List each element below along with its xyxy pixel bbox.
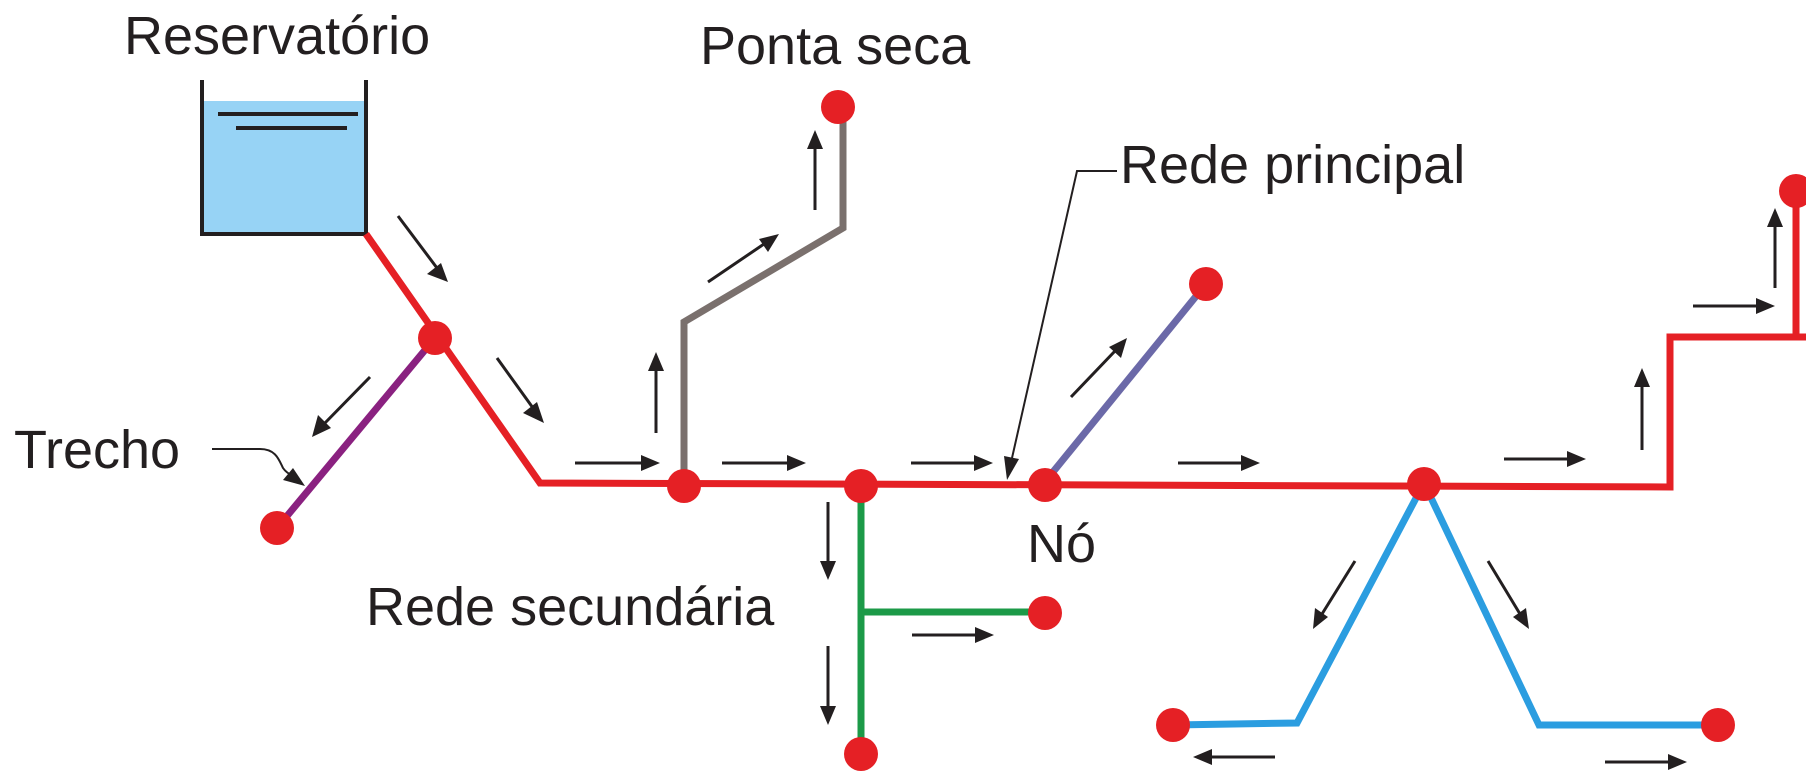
flow-arrow [911,455,993,471]
node [844,469,878,503]
segment-label: Trecho [14,420,180,480]
flow-arrow [1486,560,1529,629]
segment-leader-head [283,468,305,486]
flow-arrow [707,234,779,284]
flow-arrow [312,375,372,437]
flow-arrow [1313,560,1357,629]
flow-arrow [820,502,836,580]
node [418,321,452,355]
node-label: Nó [1027,514,1096,574]
flow-arrow [396,215,448,282]
node [1028,596,1062,630]
branch-pipe-violet [1041,281,1209,486]
reservoir-tank [200,80,368,236]
flow-arrow [1767,208,1783,288]
flow-arrow [1069,338,1127,399]
flow-arrow [1605,754,1687,770]
flow-arrows [312,130,1783,770]
flow-arrow [722,455,806,471]
main-network-leader [1011,170,1117,459]
dead-end-pipe [680,107,847,483]
reservoir-label: Reservatório [124,6,430,66]
branch-pipe-blue [1172,475,1718,729]
node [1701,708,1735,742]
flow-arrow [648,352,664,433]
flow-arrow [912,627,994,643]
flow-arrow [1504,451,1586,467]
node [1156,708,1190,742]
node [260,511,294,545]
reservoir [200,80,368,236]
node [844,737,878,771]
flow-arrow [1634,368,1650,450]
segment-leader [212,448,297,479]
flow-arrow [820,646,836,725]
nodes [260,90,1806,771]
dead-end-label: Ponta seca [700,16,971,76]
dead-end-node [821,90,855,124]
node [1028,468,1062,502]
leader-lines [212,170,1117,486]
main-network-leader-head [1004,456,1019,480]
node [667,469,701,503]
node [1779,174,1806,208]
flow-arrow [1693,298,1775,314]
node [1407,467,1441,501]
flow-arrow [807,130,823,210]
segment-pipe [274,335,438,531]
secondary-network-pipe [857,483,1045,752]
main-network-pipe [363,231,1806,491]
flow-arrow [575,455,660,471]
flow-arrow [1193,749,1275,765]
secondary-network-label: Rede secundária [366,577,775,637]
main-network-label: Rede principal [1120,135,1465,195]
flow-arrow [1178,455,1260,471]
reservoir-water [202,101,366,234]
node [1189,267,1223,301]
flow-arrow [495,357,544,423]
